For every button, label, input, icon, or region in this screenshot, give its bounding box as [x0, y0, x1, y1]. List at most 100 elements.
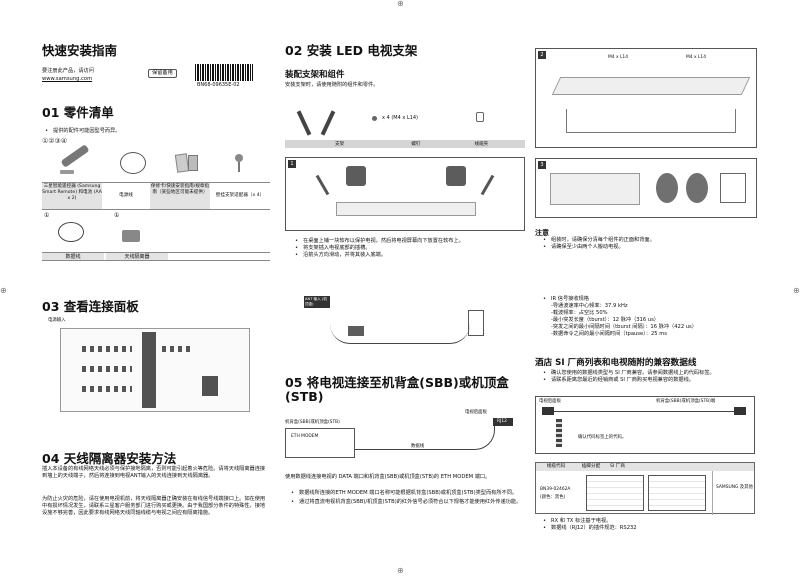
si-cable-diagram: 电视后面板 机背盒(SBB)或机顶盒(STB)端 确认代码标签上的代码。	[535, 396, 755, 454]
parts-item-bracket-adapter: 壁挂支架适配器（x 4）	[215, 193, 265, 198]
ir-spec-1: -导通波速率中心频率：37.9 kHz	[551, 303, 628, 309]
step2-screw-label-right: M4 x L14	[686, 55, 707, 60]
tv-rear-label: 电视后面板	[465, 410, 487, 415]
ant-input-box	[304, 296, 330, 308]
antenna-title: 04 天线隔离器安装方法	[42, 451, 177, 466]
si-header-pins: 插脚分配	[581, 464, 601, 469]
step3-detail-3	[720, 173, 746, 203]
step3-tv	[550, 173, 640, 205]
parts-item-isolator: 天线隔离器	[106, 253, 168, 260]
parts-bullet: 提供的配件可能因型号而异。	[42, 128, 262, 135]
model-badges: ①②③④	[42, 137, 68, 145]
stand-leg-icon	[296, 110, 312, 136]
si-table: 线缆代码 插脚分配 SI 厂商 BN39-02462A (颜色：黑色) SAMS…	[535, 462, 756, 515]
crop-mark-right: ⊕	[793, 286, 800, 295]
isolator-icon	[122, 230, 140, 242]
si-header-code: 线缆代码	[546, 464, 566, 469]
si-table-vendor: SAMSUNG 及其他	[712, 471, 756, 515]
sbb-illustration: ANT 输入 (机顶盒)	[300, 296, 510, 360]
crop-mark-left: ⊕	[0, 286, 7, 295]
install-parts-bar: 支架 螺钉 线缆夹	[285, 140, 525, 148]
parts-item-manual: 保修卡/快速安装指南/规章指南（某些地区可能未提供）	[150, 183, 210, 209]
parts-item-remote: 三星智能遥控器 (Samsung Smart Remote) 和电池 (AA x…	[42, 183, 102, 209]
sbb-bullet-1: 数据线所连接的ETH MODEM 端口名称可能根据机背盒(SBB)或机顶盒(ST…	[288, 490, 523, 497]
si-plug-left	[542, 407, 554, 415]
step2-number: 2	[538, 51, 546, 59]
step2-tv-panel	[551, 77, 751, 95]
parts-row1-labels: 三星智能遥控器 (Samsung Smart Remote) 和电池 (AA x…	[42, 182, 270, 210]
data-cable-icon	[58, 222, 84, 242]
si-bullet-2: 请联系距离您最近的经销商或 SI 厂商购买电视兼容的数据线。	[540, 377, 770, 384]
step3-detail-2	[686, 173, 708, 203]
step3-number: 3	[538, 161, 546, 169]
ir-spec-4: -突发之间的最小间隔时间（tburst 间隔）：16 脉冲（422 us）	[551, 324, 697, 330]
antenna-para-2: 为防止火灾的危险，请在使用电视机前，将天线隔离器正确安装在有线信号线端接口上。如…	[42, 496, 266, 517]
antenna-para-1: 插入本设备的有线网络天线必须与保护接地隔离，否则可能引起着火等危险。请将天线隔离…	[42, 466, 266, 480]
panel-title: 03 查看连接面板	[42, 299, 139, 314]
note-1: 组装时，请确保分清每个组件的正面和背面。	[540, 237, 770, 244]
install-part-stand: 支架	[334, 142, 345, 147]
parts-row2-labels: 数据线 天线隔离器	[42, 252, 270, 261]
data-cable-label: 数据线	[411, 444, 425, 449]
power-input-label: 电源输入	[48, 318, 66, 323]
step3-detail-1	[656, 173, 678, 203]
sbb-device-label: 机背盒(SBB)或机顶盒(STB)	[285, 420, 340, 425]
si-table-color: (颜色：黑色)	[540, 495, 566, 500]
port-block-2	[202, 376, 218, 396]
screw-shaft-icon	[238, 162, 240, 172]
keep-label: 保留备用	[148, 69, 177, 78]
port-row-3	[82, 386, 132, 392]
ir-spec-3: -最小突发长度（tburst）：12 脉冲（316 us）	[551, 317, 659, 323]
screw-icon	[235, 154, 243, 162]
remote-icon	[60, 144, 90, 168]
note-title: 注意	[535, 229, 549, 237]
si-sbb-end-label: 机背盒(SBB)或机顶盒(STB)端	[656, 399, 716, 404]
port-row-4	[162, 346, 192, 352]
rj12-label: RJ12	[497, 419, 507, 424]
crop-mark-bottom: ⊕	[397, 566, 404, 575]
register-url[interactable]: www.samsung.com	[42, 76, 93, 82]
ir-specs: -导通波速率中心频率：37.9 kHz -载波频率：占空比 50% -最小突发长…	[551, 303, 771, 338]
si-table-code: BN39-02462A	[540, 487, 571, 492]
ant-input-label: ANT 输入 (机顶盒)	[305, 297, 327, 306]
si-bullet-rj12: 数据线（RJ12）的插件规范：RS232	[540, 525, 770, 532]
tv-rear-port	[493, 418, 513, 426]
battery-icon	[60, 170, 74, 174]
install-part-screw: 螺钉	[411, 142, 421, 147]
step1-leg-left	[315, 174, 330, 196]
stand-legs-illustration	[296, 106, 346, 136]
barcode-number: BN68-09635E-02	[197, 82, 240, 88]
install-bullet-3: 沿箭头方向滑动，并将其装入底端。	[292, 252, 532, 259]
data-cable-line	[355, 426, 495, 450]
si-pin-table-1	[586, 475, 644, 511]
sbb-diagram: 机背盒(SBB)或机顶盒(STB) ETH MODEM 电视后面板 数据线 RJ…	[285, 410, 523, 470]
sbb-para: 使用数据线连接电视的 DATA 端口和机背盒(SBB)或机顶盒(STB)的 ET…	[285, 474, 491, 480]
badge-isolator: ①	[114, 212, 120, 219]
si-table-header: 线缆代码 插脚分配 SI 厂商	[536, 463, 754, 471]
si-cable-line	[554, 411, 734, 412]
connection-panel-illustration: 电源输入	[42, 316, 270, 416]
si-pin-table-2	[648, 475, 706, 511]
coax-cable	[330, 324, 470, 344]
note-2: 请确保至少由两个人搬动电视。	[540, 244, 770, 251]
barcode	[195, 64, 253, 81]
badge-data-cable: ①	[44, 212, 50, 219]
si-jack	[556, 419, 562, 447]
quick-setup-title: 快速安装指南	[42, 43, 118, 58]
parts-row1	[42, 144, 270, 210]
cable-clip-icon	[476, 112, 484, 122]
eth-modem-label: ETH MODEM	[291, 434, 319, 439]
screw-small-icon	[372, 116, 377, 121]
step1-number: 1	[288, 160, 296, 168]
port-row-1	[82, 346, 132, 352]
register-text: 要注册此产品，请访问	[42, 68, 94, 74]
port-block-1	[142, 332, 156, 408]
install-step2: 2 M4 x L14 M4 x L14	[535, 48, 757, 148]
card-icon	[188, 155, 198, 171]
install-instruction: 安装支架时，请使用随附的组件和零件。	[285, 82, 379, 88]
stand-leg-icon	[320, 110, 336, 136]
si-code-hint: 确认代码标签上的代码。	[578, 435, 627, 440]
sbb-title: 05 将电视连接至机背盒(SBB)或机顶盒(STB)	[285, 375, 509, 404]
port-row-2	[82, 366, 132, 372]
si-bullet-rx-tx: RX 和 TX 标注基于电视。	[540, 518, 770, 525]
